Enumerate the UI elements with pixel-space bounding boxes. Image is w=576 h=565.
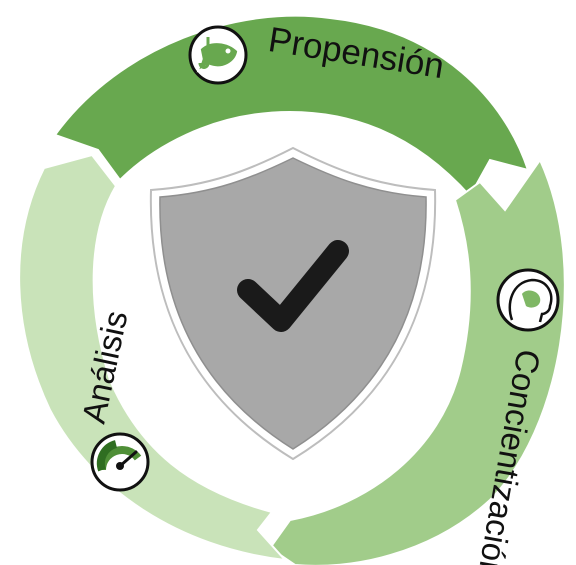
checkmark xyxy=(237,240,349,332)
segment-analisis xyxy=(18,153,288,562)
segment-concientizacion xyxy=(268,157,566,565)
gauge-meter-icon xyxy=(90,432,150,492)
head-awareness-icon xyxy=(496,268,560,332)
phishing-fish-hook-icon xyxy=(188,25,248,85)
shield-checkmark-icon xyxy=(149,146,437,461)
